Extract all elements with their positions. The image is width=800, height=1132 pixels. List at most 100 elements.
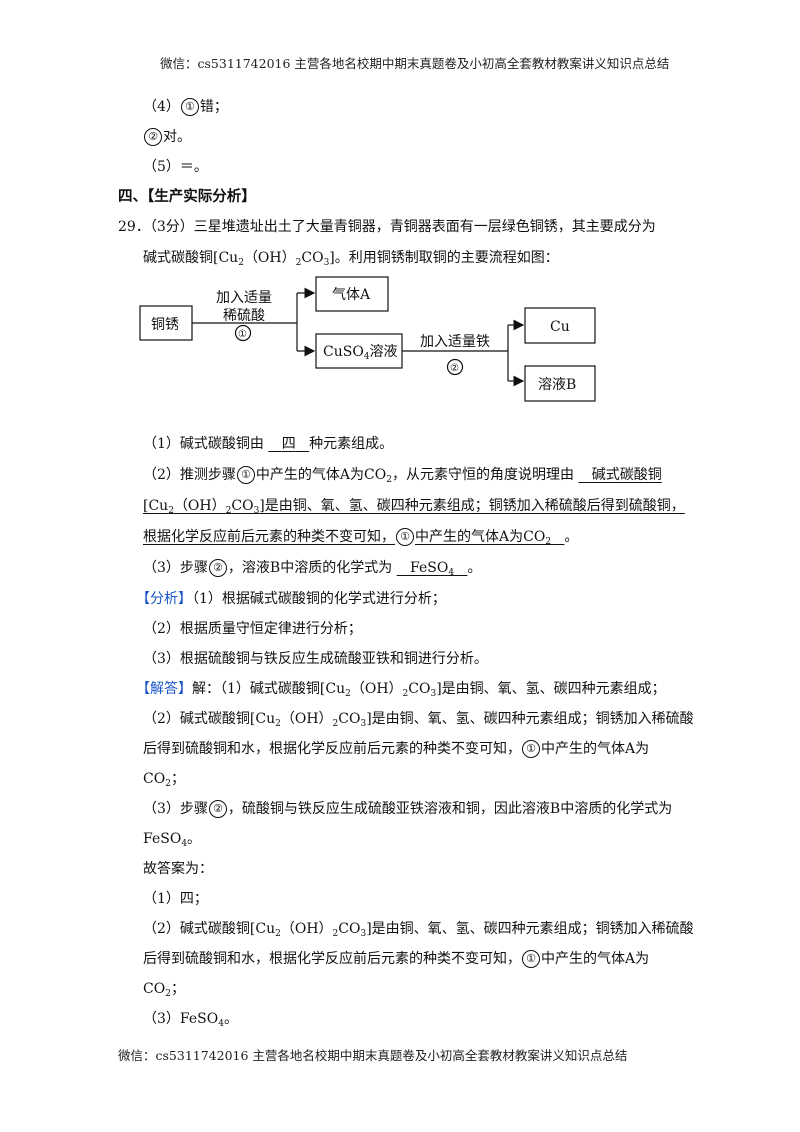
stem-text-2c: CO (301, 250, 324, 266)
co-group: CO (408, 681, 431, 697)
sub-2b: 2 (402, 689, 409, 699)
sub-2b: 2 (225, 506, 232, 516)
subq1-answer-text: 四 (281, 436, 296, 452)
sub-2: 2 (165, 779, 171, 789)
circled-two: ② (208, 800, 227, 818)
sub-3: 3 (360, 719, 367, 729)
solution-line1: 【解答】解：（1）碱式碳酸铜[Cu2（OH）2CO3]是由铜、氧、氢、碳四种元素… (136, 679, 666, 704)
step1-circle (234, 324, 252, 342)
cuso4-sub: 4 (364, 352, 370, 362)
sub-3: 3 (253, 506, 260, 516)
subq2-mid2: ，从元素守恒的角度说明理由 (391, 467, 574, 483)
subq3-pre: （3）步骤 (143, 560, 208, 576)
period: 。 (187, 831, 202, 847)
answer3-text: （3）FeSO (143, 1011, 219, 1027)
subq2-ans2d: ]是由铜、氧、氢、碳四种元素组成；铜锈加入稀硫酸后得到硫酸铜， (259, 498, 685, 514)
subq2-answer-1-text: 碱式碳酸铜 (591, 467, 662, 483)
stem-text-2a: 碱式碳酸铜[Cu (143, 250, 239, 266)
page-footer: 微信：cs5311742016 主营各地名校期中期末真题卷及小初高全套教材教案讲… (118, 1048, 628, 1063)
box-cuso4 (315, 333, 403, 369)
stem-text-2d: ]。利用铜锈制取铜的主要流程如图： (329, 250, 559, 266)
answer2-tail: ]是由铜、氧、氢、碳四种元素组成；铜锈加入稀硫酸 (366, 921, 694, 937)
label-cuso4: CuSO4溶液 (323, 344, 398, 362)
sub-2b: 2 (332, 929, 339, 939)
subq2-mid: 中产生的气体A为CO (255, 467, 387, 483)
cuso4-tail: 溶液 (370, 344, 398, 360)
subq2-ans3b: 中产生的气体A为CO (415, 529, 546, 545)
answer-intro: 故答案为： (143, 861, 213, 877)
subq2-ans2c: CO (231, 498, 254, 514)
sub-2b: 2 (332, 719, 339, 729)
analysis-line2: （2）根据质量守恒定律进行分析； (143, 621, 362, 637)
co-group: CO (338, 711, 361, 727)
semicolon: ； (170, 981, 185, 997)
analysis-tag: 【分析】 (136, 591, 192, 607)
subq-1: （1）碱式碳酸铜由 四 种元素组成。 (143, 434, 393, 454)
step1-number: ① (238, 329, 247, 340)
answer-2-line1: （2）碱式碳酸铜[Cu2（OH）2CO3]是由铜、氧、氢、碳四种元素组成；铜锈加… (143, 919, 694, 944)
sub-2: 2 (275, 929, 281, 939)
solution-l5-tail: ，硫酸铜与铁反应生成硫酸亚铁溶液和铜，因此溶液B中溶质的化学式为 (227, 801, 673, 817)
stem-text-1: 三星堆遗址出土了大量青铜器，青铜器表面有一层绿色铜锈，其主要成分为 (193, 219, 656, 235)
subq-2-line2: [Cu2（OH）2CO3]是由铜、氧、氢、碳四种元素组成；铜锈加入稀硫酸后得到硫… (143, 496, 685, 521)
solution-l1-pre: 解：（1）碱式碳酸铜[Cu (192, 681, 346, 697)
label-reagent1-line1: 加入适量 (216, 290, 272, 306)
period: 。 (467, 560, 482, 576)
answer2-l2: 后得到硫酸铜和水，根据化学反应前后元素的种类不变可知， (143, 951, 521, 967)
question-stem-line1: 29．（3分）三星堆遗址出土了大量青铜器，青铜器表面有一层绿色铜锈，其主要成分为 (118, 217, 656, 237)
solution-l3: 后得到硫酸铜和水，根据化学反应前后元素的种类不变可知， (143, 741, 521, 757)
question-stem-line2: 碱式碳酸铜[Cu2（OH）2CO3]。利用铜锈制取铜的主要流程如图： (143, 248, 559, 273)
co-group: CO (338, 921, 361, 937)
question-number: 29． (118, 219, 150, 235)
sub-2: 2 (386, 475, 392, 485)
cuso4-formula: CuSO (323, 344, 364, 360)
sub-3: 3 (430, 689, 437, 699)
sub-4: 4 (218, 1019, 224, 1029)
analysis-line3: （3）根据硫酸铜与铁反应生成硫酸亚铁和铜进行分析。 (143, 651, 488, 667)
subq1-text: （1）碱式碳酸铜由 (143, 436, 264, 452)
feso4-formula: FeSO (143, 831, 182, 847)
question-score: （3分） (149, 219, 194, 235)
sub-3: 3 (323, 258, 330, 268)
period: 。 (564, 529, 579, 545)
co2-formula: CO (143, 771, 166, 787)
sub-4: 4 (448, 568, 455, 578)
label-reagent1-line2: 稀硫酸 (223, 308, 265, 324)
answer2-l2-tail: 中产生的气体A为 (541, 951, 650, 967)
oh-group: （OH） (280, 711, 333, 727)
box-gas-a (315, 276, 389, 312)
solution-l5-pre: （3）步骤 (143, 801, 208, 817)
q4-part2: 对。 (163, 129, 191, 145)
stem-text-2b: （OH） (243, 250, 296, 266)
co2-formula: CO (143, 981, 166, 997)
answer2-pre: （2）碱式碳酸铜[Cu (143, 921, 276, 937)
flowchart: 铜锈 加入适量 稀硫酸 气体A CuSO4溶液 加入适量铁 Cu 溶液B ① ② (139, 276, 596, 402)
solution-l2-tail: ]是由铜、氧、氢、碳四种元素组成；铜锈加入稀硫酸 (366, 711, 694, 727)
subq1-answer: 四 (268, 436, 309, 452)
q4-part1: 错； (199, 99, 228, 115)
subq2-answer-1: 碱式碳酸铜 (578, 467, 662, 483)
label-gas-a: 气体A (332, 287, 371, 303)
solution-tag: 【解答】 (136, 681, 192, 697)
solution-line2: （2）碱式碳酸铜[Cu2（OH）2CO3]是由铜、氧、氢、碳四种元素组成；铜锈加… (143, 709, 694, 734)
answer-3: （3）FeSO4。 (143, 1009, 238, 1034)
circled-two: ② (144, 128, 162, 146)
sub-2: 2 (238, 258, 244, 268)
solution-line6: FeSO4。 (143, 829, 201, 854)
subq3-answer: FeSO4 (397, 560, 468, 578)
label-reagent2: 加入适量铁 (420, 334, 490, 350)
circled-one: ① (522, 740, 540, 758)
subq2-ans3: 根据化学反应前后元素的种类不变可知， (143, 529, 395, 545)
label-cu: Cu (550, 319, 570, 335)
solution-l3-tail: 中产生的气体A为 (541, 741, 650, 757)
sub-2: 2 (345, 689, 351, 699)
step2-circle (446, 358, 464, 376)
q4-label: （4） (143, 99, 180, 115)
sub-4: 4 (181, 839, 188, 849)
subq3-answer-text: FeSO (410, 560, 449, 576)
